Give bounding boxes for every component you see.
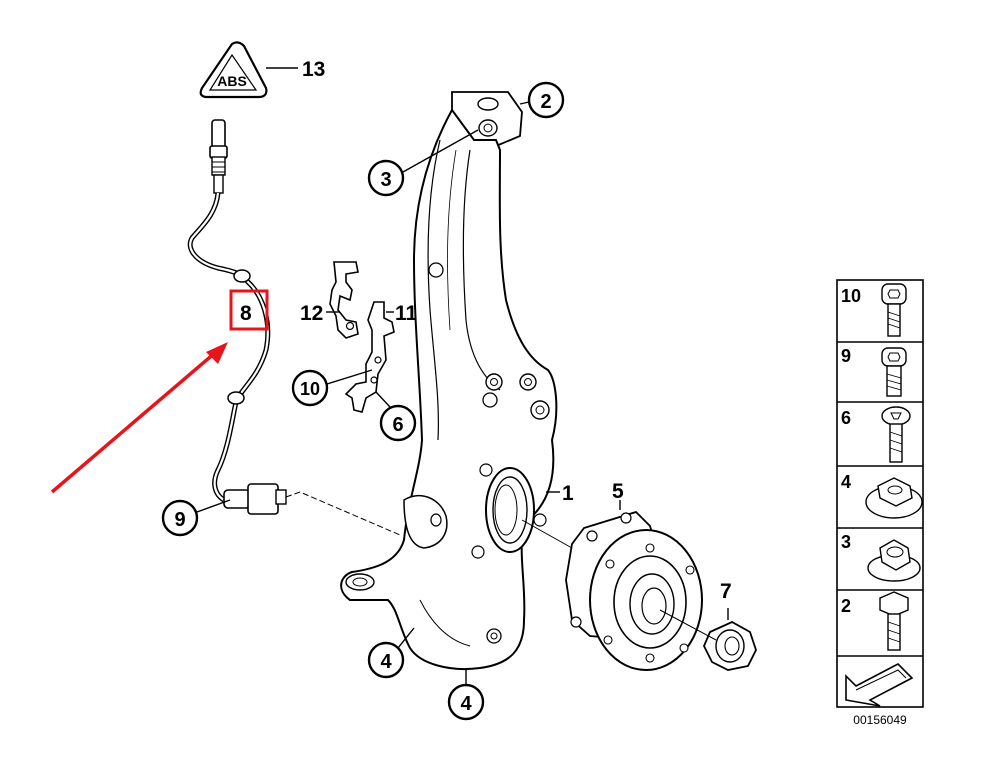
legend-label-3: 3: [841, 532, 851, 552]
wheel-hub-part-5: 5: [521, 480, 703, 671]
callout-5: 5: [612, 480, 624, 503]
callout-group-6: 6: [375, 391, 417, 442]
collar-nut-icon: [865, 477, 923, 519]
warning-label-part-13: ABS 13: [199, 41, 325, 99]
callout-group-3: 3: [367, 129, 479, 197]
directional-arrow-icon: [845, 663, 914, 707]
callout-13: 13: [302, 58, 325, 81]
callout-group-4a: 4: [367, 627, 415, 679]
legend-label-10: 10: [841, 286, 861, 306]
abs-sensor-cable-part-8: 8: [187, 119, 401, 536]
legend-label-4: 4: [841, 472, 851, 492]
bracket-part-12: 12: [300, 261, 359, 339]
hex-socket-bolt-icon: [881, 283, 907, 337]
hex-bolt-icon: [879, 591, 909, 651]
highlight-box: [229, 289, 269, 331]
parts-legend: 10 9 6 4: [836, 279, 924, 727]
hex-socket-screw-icon: [881, 347, 907, 397]
callout-12: 12: [300, 302, 323, 325]
callout-group-4b: 4: [447, 668, 485, 721]
callout-8: 8: [240, 302, 252, 325]
callout-10: 10: [300, 379, 320, 399]
bracket-part-11: 11: [344, 301, 418, 413]
callout-7: 7: [720, 580, 732, 603]
steering-knuckle-part-1: 1: [340, 91, 574, 670]
callout-1: 1: [562, 482, 574, 505]
torx-screw-icon: [881, 406, 911, 463]
callout-group-2: 2: [519, 81, 565, 119]
warning-label-symbol: ABS: [217, 73, 247, 89]
legend-label-9: 9: [841, 346, 851, 366]
legend-label-6: 6: [841, 408, 851, 428]
callout-11: 11: [395, 302, 418, 325]
collar-nut-part-7: 7: [659, 580, 757, 671]
callout-group-10: 10: [291, 369, 373, 407]
callout-9: 9: [174, 509, 185, 531]
hex-flange-nut-icon: [867, 539, 921, 582]
callout-4a: 4: [380, 651, 392, 673]
callout-4b: 4: [460, 693, 472, 715]
callout-3: 3: [380, 169, 391, 191]
callout-6: 6: [392, 414, 403, 436]
legend-label-2: 2: [841, 596, 851, 616]
catalog-number: 00156049: [853, 713, 907, 727]
highlight-arrow: [50, 342, 228, 494]
callout-group-9: 9: [161, 499, 231, 537]
callout-2: 2: [540, 91, 551, 113]
